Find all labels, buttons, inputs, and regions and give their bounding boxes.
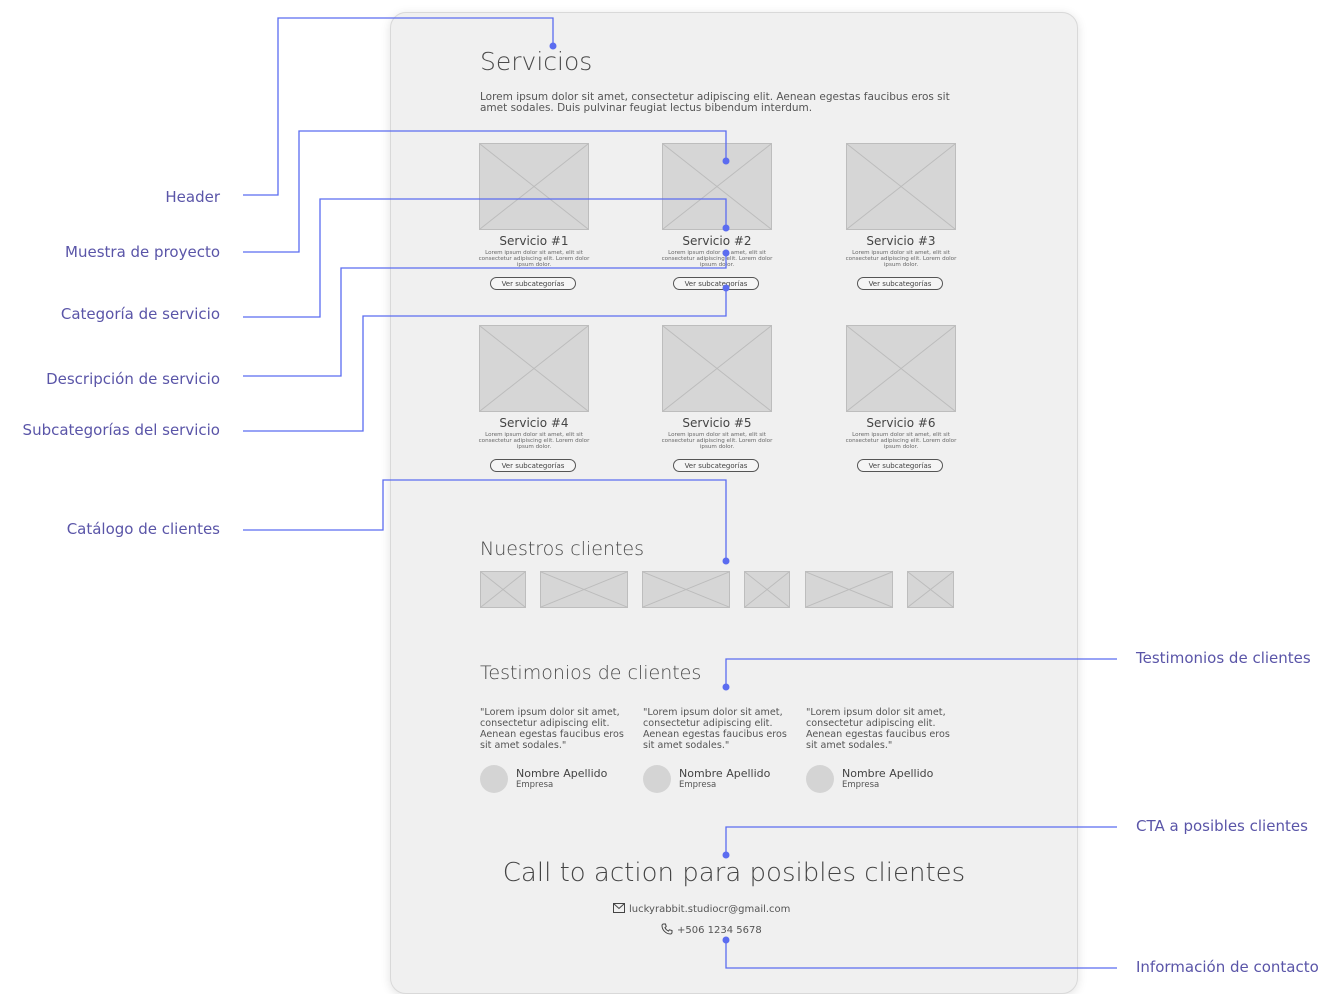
subcategories-button[interactable]: Ver subcategorías	[490, 459, 576, 472]
service-image-placeholder	[662, 143, 772, 230]
page-intro: Lorem ipsum dolor sit amet, consectetur …	[480, 91, 950, 114]
client-logo-placeholder	[480, 571, 526, 608]
service-title: Servicio #5	[682, 416, 752, 430]
contact-email[interactable]: luckyrabbit.studiocr@gmail.com	[613, 903, 790, 915]
service-description: Lorem ipsum dolor sit amet, elit sit con…	[845, 432, 957, 451]
connector-cta	[725, 826, 1117, 855]
testimonial-quote: "Lorem ipsum dolor sit amet, consectetur…	[643, 707, 787, 751]
service-image-placeholder	[846, 143, 956, 230]
service-title: Servicio #2	[682, 234, 752, 248]
testimonial-company: Empresa	[842, 780, 880, 790]
testimonial-quote: "Lorem ipsum dolor sit amet, consectetur…	[806, 707, 950, 751]
annotation-header: Header	[165, 188, 220, 206]
cta-title: Call to action para posibles clientes	[502, 858, 966, 888]
testimonials-title: Testimonios de clientes	[480, 662, 702, 684]
client-logo-placeholder	[744, 571, 790, 608]
connector-service-subcategories	[243, 288, 727, 432]
service-title: Servicio #3	[866, 234, 936, 248]
service-title: Servicio #4	[499, 416, 569, 430]
page-title: Servicios	[480, 47, 593, 76]
avatar	[643, 765, 671, 793]
service-description: Lorem ipsum dolor sit amet, elit sit con…	[661, 432, 773, 451]
connector-contact-info	[725, 940, 1117, 969]
service-description: Lorem ipsum dolor sit amet, elit sit con…	[478, 432, 590, 451]
annotation-cta: CTA a posibles clientes	[1136, 817, 1308, 835]
testimonial-name: Nombre Apellido	[679, 767, 771, 780]
connector-service-category	[243, 198, 727, 318]
service-title: Servicio #6	[866, 416, 936, 430]
service-image-placeholder	[662, 325, 772, 412]
testimonial-name: Nombre Apellido	[516, 767, 608, 780]
annotation-service-subcategories: Subcategorías del servicio	[22, 421, 220, 439]
annotation-service-description: Descripción de servicio	[46, 370, 220, 388]
clients-title: Nuestros clientes	[480, 538, 645, 560]
connector-client-catalog	[243, 479, 727, 561]
contact-phone[interactable]: +506 1234 5678	[661, 923, 762, 936]
service-description: Lorem ipsum dolor sit amet, elit sit con…	[661, 250, 773, 269]
annotation-testimonials: Testimonios de clientes	[1136, 649, 1311, 667]
phone-icon	[661, 923, 673, 935]
service-description: Lorem ipsum dolor sit amet, elit sit con…	[478, 250, 590, 269]
testimonial-company: Empresa	[679, 780, 717, 790]
contact-phone-text: +506 1234 5678	[677, 925, 762, 936]
avatar	[806, 765, 834, 793]
wireframe-page: Servicios Lorem ipsum dolor sit amet, co…	[390, 12, 1078, 994]
service-title: Servicio #1	[499, 234, 569, 248]
connector-testimonials	[725, 658, 1117, 687]
testimonial-quote: "Lorem ipsum dolor sit amet, consectetur…	[480, 707, 624, 751]
subcategories-button[interactable]: Ver subcategorías	[857, 277, 943, 290]
subcategories-button[interactable]: Ver subcategorías	[857, 459, 943, 472]
subcategories-button[interactable]: Ver subcategorías	[673, 459, 759, 472]
client-logo-placeholder	[805, 571, 893, 608]
client-logo-placeholder	[907, 571, 954, 608]
service-description: Lorem ipsum dolor sit amet, elit sit con…	[845, 250, 957, 269]
connector-header	[243, 17, 554, 196]
service-image-placeholder	[479, 325, 589, 412]
annotation-service-category: Categoría de servicio	[60, 305, 220, 323]
service-image-placeholder	[479, 143, 589, 230]
annotation-contact-info: Información de contacto	[1136, 958, 1319, 976]
connector-project-sample	[243, 130, 727, 253]
mail-icon	[613, 903, 625, 913]
annotation-project-sample: Muestra de proyecto	[65, 243, 220, 261]
annotation-client-catalog: Catálogo de clientes	[66, 520, 220, 538]
service-image-placeholder	[846, 325, 956, 412]
avatar	[480, 765, 508, 793]
testimonial-company: Empresa	[516, 780, 554, 790]
client-logo-placeholder	[540, 571, 628, 608]
client-logo-placeholder	[642, 571, 730, 608]
testimonial-name: Nombre Apellido	[842, 767, 934, 780]
contact-email-text: luckyrabbit.studiocr@gmail.com	[629, 904, 791, 915]
subcategories-button[interactable]: Ver subcategorías	[673, 277, 759, 290]
connector-service-description	[243, 253, 727, 377]
subcategories-button[interactable]: Ver subcategorías	[490, 277, 576, 290]
